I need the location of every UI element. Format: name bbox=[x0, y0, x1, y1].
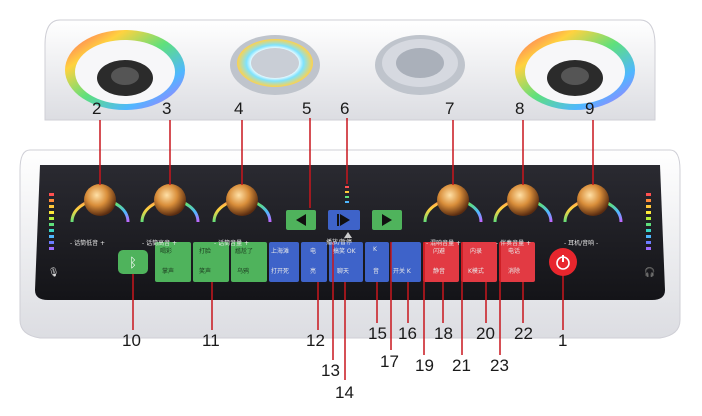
right-led-strip bbox=[646, 193, 651, 250]
callout-13: 13 bbox=[321, 361, 340, 380]
btn-text: 打脸 bbox=[199, 248, 212, 255]
knob-label-headphone: - 耳机/音响 - bbox=[564, 240, 599, 247]
callout-12: 12 bbox=[306, 331, 325, 350]
btn-text: 搞笑 OK bbox=[333, 248, 356, 255]
btn-text: 开关 K bbox=[393, 268, 411, 275]
power-button[interactable] bbox=[549, 248, 577, 276]
callout-5: 5 bbox=[302, 99, 312, 118]
effect-button-blue-1[interactable] bbox=[269, 242, 299, 282]
btn-text: 亮 bbox=[310, 268, 317, 275]
btn-text: 电 bbox=[310, 248, 317, 255]
btn-text: 打开死 bbox=[271, 268, 290, 275]
callout-21: 21 bbox=[452, 356, 471, 375]
bluetooth-button[interactable]: ᛒ bbox=[118, 250, 148, 274]
knob-headphone-speaker[interactable] bbox=[563, 184, 623, 223]
btn-text: 乌鸦 bbox=[237, 268, 250, 275]
callout-19: 19 bbox=[415, 356, 434, 375]
callout-22: 22 bbox=[514, 324, 533, 343]
callout-16: 16 bbox=[398, 324, 417, 343]
callout-11: 11 bbox=[202, 331, 220, 350]
knob-label-mic-volume: - 话筒音量 + bbox=[214, 240, 250, 247]
knob-label-mic-treble: - 话筒高音 + bbox=[142, 240, 178, 247]
knob-mic-treble[interactable] bbox=[140, 184, 200, 223]
play-pause-button[interactable] bbox=[328, 210, 360, 230]
knob-label-reverb: - 混响音量 + bbox=[426, 240, 462, 247]
effect-button-crow[interactable] bbox=[231, 242, 267, 282]
center-right-disc bbox=[375, 35, 465, 95]
callout-lines bbox=[99, 118, 594, 380]
headphone-icon: 🎧 bbox=[644, 266, 655, 277]
effect-button-applause[interactable] bbox=[155, 242, 191, 282]
btn-text: 尴尬了 bbox=[235, 248, 254, 255]
callout-17: 17 bbox=[380, 352, 399, 371]
callout-3: 3 bbox=[162, 99, 172, 118]
btn-text: 音 bbox=[373, 268, 380, 275]
knob-label-accompaniment: - 伴奏音量 + bbox=[496, 240, 532, 247]
mute-button[interactable] bbox=[423, 242, 459, 282]
power-icon bbox=[562, 255, 564, 262]
callout-1: 1 bbox=[558, 331, 568, 350]
switch-k-button[interactable] bbox=[391, 242, 421, 282]
btn-text: 笑声 bbox=[199, 268, 212, 275]
prev-button[interactable] bbox=[286, 210, 316, 230]
callout-9: 9 bbox=[585, 99, 595, 118]
top-shell bbox=[44, 19, 656, 121]
knob-reverb-volume[interactable] bbox=[423, 184, 483, 223]
vocal-cancel-button[interactable] bbox=[499, 242, 535, 282]
center-left-disc bbox=[230, 35, 320, 95]
callout-18: 18 bbox=[434, 324, 453, 343]
btn-text: 聊天 bbox=[337, 268, 350, 275]
callout-4: 4 bbox=[234, 99, 244, 118]
k-mode-button[interactable] bbox=[461, 242, 497, 282]
sound-buttons bbox=[155, 242, 535, 282]
callout-20: 20 bbox=[476, 324, 495, 343]
btn-text: 掌声 bbox=[162, 268, 175, 275]
next-button[interactable] bbox=[372, 210, 402, 230]
callout-15: 15 bbox=[368, 324, 387, 343]
callout-14: 14 bbox=[335, 383, 354, 402]
callout-6: 6 bbox=[340, 99, 350, 118]
mic-icon: 🎙 bbox=[48, 267, 59, 277]
callout-23: 23 bbox=[490, 356, 509, 375]
knob-accompaniment-volume[interactable] bbox=[493, 184, 553, 223]
left-led-strip bbox=[49, 193, 54, 250]
btn-text: 静音 bbox=[433, 268, 446, 275]
btn-text: K模式 bbox=[468, 268, 484, 275]
knob-mic-bass[interactable] bbox=[70, 184, 130, 223]
callout-7: 7 bbox=[445, 99, 455, 118]
btn-text: 上海滩 bbox=[271, 248, 290, 255]
right-speaker bbox=[515, 30, 635, 110]
knob-label-mic-bass: - 话筒低音 + bbox=[70, 240, 106, 247]
btn-text: 内录 bbox=[470, 248, 483, 255]
knob-mic-volume[interactable] bbox=[212, 184, 272, 223]
btn-text: 喝彩 bbox=[160, 248, 173, 255]
effect-button-blue-2[interactable] bbox=[301, 242, 327, 282]
callout-8: 8 bbox=[515, 99, 525, 118]
led-indicator bbox=[345, 186, 349, 203]
callout-2: 2 bbox=[92, 99, 102, 118]
effect-button-chat[interactable] bbox=[329, 242, 363, 282]
btn-text: 闪避 bbox=[433, 248, 446, 255]
up-arrow-icon bbox=[344, 232, 352, 238]
left-speaker bbox=[65, 30, 185, 110]
effect-button-laugh[interactable] bbox=[193, 242, 229, 282]
btn-text: 电话 bbox=[508, 248, 521, 255]
center-label: 播放/暂停 bbox=[326, 239, 353, 246]
btn-text: K bbox=[373, 246, 377, 253]
effect-button-k[interactable] bbox=[365, 242, 389, 282]
callout-10: 10 bbox=[122, 331, 141, 350]
bluetooth-icon: ᛒ bbox=[129, 255, 137, 270]
btn-text: 消除 bbox=[508, 268, 521, 275]
